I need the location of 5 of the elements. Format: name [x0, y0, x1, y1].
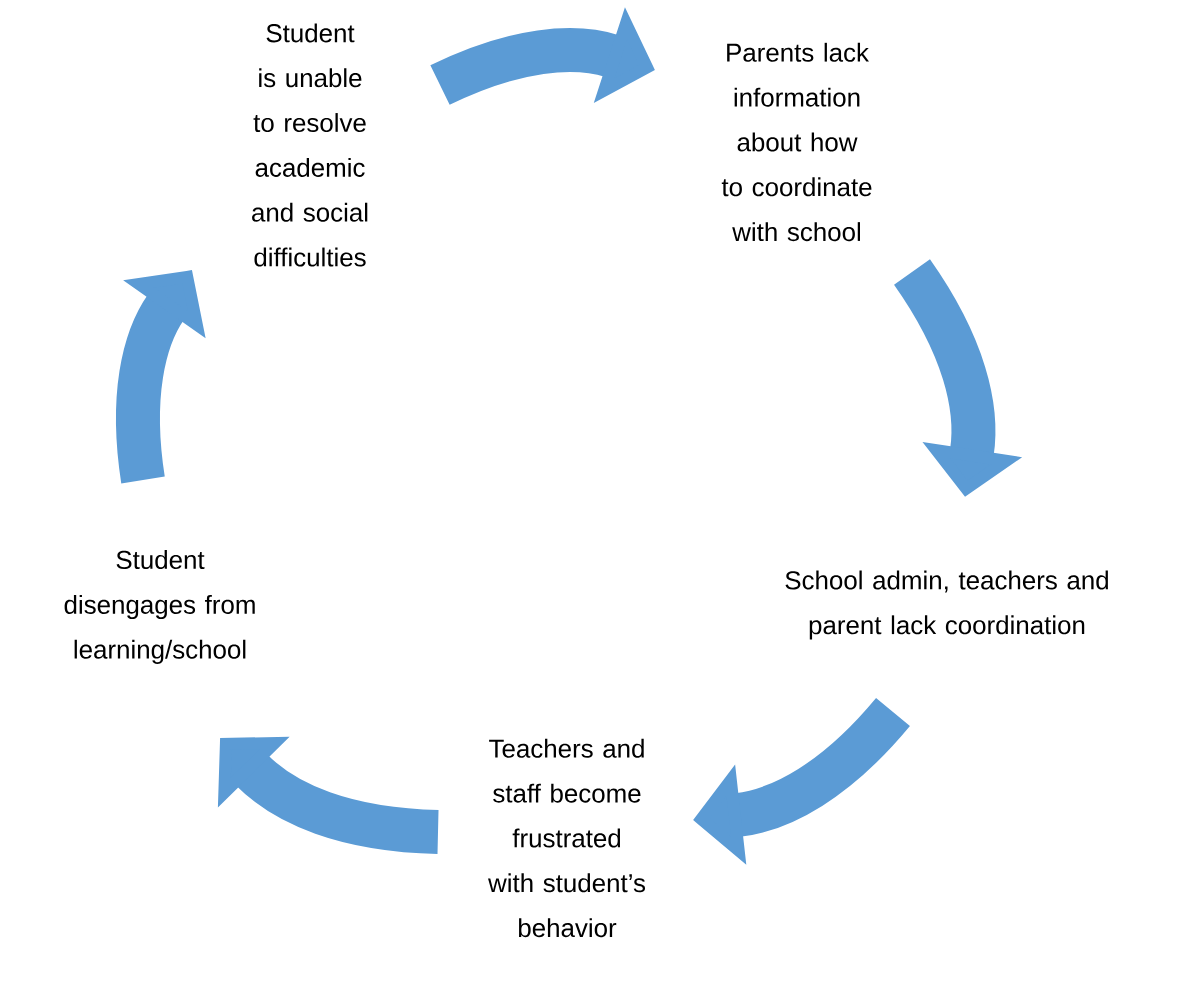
step-text: Parents lack information about how to coordinate with school [721, 42, 872, 242]
step-text: Student is unable to resolve academic and social difficulties [252, 23, 368, 267]
step-text: Teachers and staff become frustrated with student’s behavior [488, 738, 645, 938]
step-text: School admin, teachers and parent lack coordination [785, 570, 1108, 640]
step-text: Student disengages from learning/school [64, 550, 255, 664]
